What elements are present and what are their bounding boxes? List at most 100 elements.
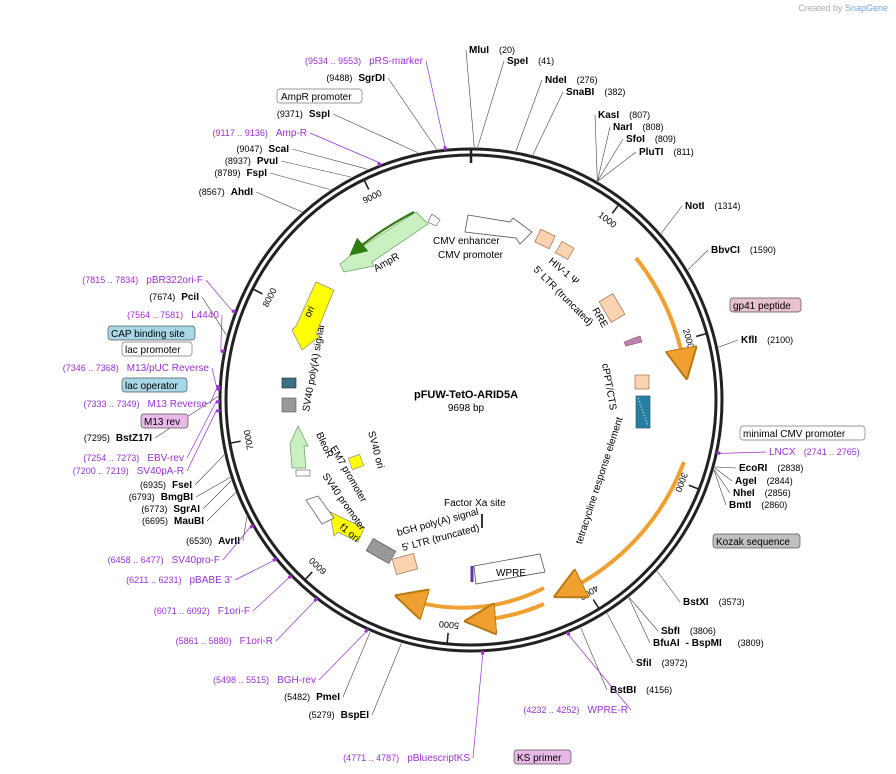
rre-box xyxy=(598,293,626,323)
sv40prom-arrow xyxy=(305,495,335,525)
cap-site-text: CAP binding site xyxy=(111,329,185,340)
scale-tick-label: 9000 xyxy=(361,188,383,206)
backbone-outer xyxy=(218,147,724,653)
cmv-enhancer-label: CMV enhancer xyxy=(433,236,500,247)
site-leader xyxy=(515,79,543,152)
primer-name: M13/pUC Reverse xyxy=(127,363,210,374)
site-name: BstZ17I xyxy=(116,433,152,444)
brand-prefix: Created by xyxy=(798,3,843,13)
primer-mark xyxy=(220,349,225,354)
ltr5-box xyxy=(554,240,575,261)
ampr-sub-arrow xyxy=(349,211,415,256)
primer-leader xyxy=(425,60,446,147)
primer-labels: pRS-marker(9534 .. 9553)Amp-R(9117 .. 91… xyxy=(63,56,860,764)
site-name: BbvCI xyxy=(711,245,740,256)
cmv-enhancer-arrow xyxy=(464,214,533,245)
primer-name: L4440 xyxy=(191,310,219,321)
bspmi-position: (3809) xyxy=(738,638,764,648)
wpre-arrow xyxy=(473,553,546,585)
site-position: (9488) xyxy=(326,73,352,83)
site-leader xyxy=(661,205,683,234)
primer-mark xyxy=(287,574,293,580)
primer-name: EBV-rev xyxy=(147,453,184,464)
site-name: AgeI xyxy=(735,476,757,487)
site-position: (809) xyxy=(655,134,676,144)
sv40pa-box xyxy=(281,397,297,413)
site-position: (6530) xyxy=(186,536,212,546)
tre-stripes xyxy=(637,397,649,427)
scale-tick-label: 8000 xyxy=(261,286,279,308)
primer-name: SV40pA-R xyxy=(137,466,184,477)
site-name: AhdI xyxy=(231,187,253,198)
site-name: MauBI xyxy=(174,516,204,527)
primer-leader xyxy=(211,367,217,387)
site-leader xyxy=(242,517,248,542)
site-name: SspI xyxy=(309,109,330,120)
site-name: SnaBI xyxy=(566,87,595,98)
primer-leader xyxy=(222,527,251,561)
primer-position: (5861 .. 5880) xyxy=(176,636,232,646)
site-leader xyxy=(255,191,302,213)
cppt-box xyxy=(634,374,650,390)
site-leader xyxy=(597,138,624,182)
site-position: (807) xyxy=(629,110,650,120)
site-leader xyxy=(597,126,611,181)
primer-mark xyxy=(249,524,255,529)
primer-leader xyxy=(209,388,217,405)
site-position: (5482) xyxy=(284,692,310,702)
orange-arc-bottom-b xyxy=(480,602,545,620)
lac-operator-tag: lac operator xyxy=(121,377,188,393)
primer-position: (7333 .. 7349) xyxy=(83,399,139,409)
site-name: SgrAI xyxy=(173,504,200,515)
site-name: BstBI xyxy=(610,685,636,696)
ltr5-b-box xyxy=(391,552,419,576)
primer-position: (7564 .. 7581) xyxy=(127,310,183,320)
orange-arc-top-right xyxy=(634,256,684,364)
site-position: (9371) xyxy=(277,109,303,119)
site-leader xyxy=(532,91,564,155)
site-name: NdeI xyxy=(545,75,567,86)
primer-leader xyxy=(205,279,233,312)
site-position: (808) xyxy=(642,122,663,132)
primer-leader xyxy=(275,600,315,642)
primer-name: BGH-rev xyxy=(277,675,316,686)
primer-leader xyxy=(720,451,767,454)
site-position: (1314) xyxy=(714,201,740,211)
brand-name: SnapGene xyxy=(844,3,888,13)
wpre-label: WPRE xyxy=(496,568,526,579)
site-name: ScaI xyxy=(268,144,289,155)
bgh-box xyxy=(365,537,397,565)
site-name: BstXI xyxy=(683,597,709,608)
lac-mark xyxy=(281,377,297,389)
site-position: (3573) xyxy=(719,597,745,607)
kozak-tag: Kozak sequence xyxy=(712,533,801,549)
site-name: PvuI xyxy=(257,156,278,167)
primer-name: Amp-R xyxy=(276,128,307,139)
site-position: (3806) xyxy=(690,626,716,636)
site-position: (7295) xyxy=(84,433,110,443)
min-cmv-tag: minimal CMV promoter xyxy=(739,425,866,441)
scale-tick-label: 4000 xyxy=(578,583,600,602)
site-position: (2844) xyxy=(767,476,793,486)
min-cmv-text: minimal CMV promoter xyxy=(743,429,846,440)
primer-position: (9534 .. 9553) xyxy=(305,56,361,66)
site-leader xyxy=(371,643,402,716)
site-name: BspEI xyxy=(341,710,370,721)
primer-position: (7200 .. 7219) xyxy=(73,466,129,476)
sv40ori-box xyxy=(347,453,365,471)
site-leader xyxy=(465,49,475,148)
primer-leader xyxy=(309,132,379,163)
scale-tick xyxy=(304,571,313,580)
scale-tick xyxy=(688,484,699,490)
primer-position: (5498 .. 5515) xyxy=(213,675,269,685)
primer-position: (2741 .. 2765) xyxy=(804,447,860,457)
tre-box xyxy=(635,395,651,429)
site-leader xyxy=(387,77,437,150)
ori-label: ori xyxy=(303,305,318,320)
snapgene-brand: Created by SnapGene xyxy=(798,3,888,13)
primer-position: (6458 .. 6477) xyxy=(108,555,164,565)
primer-name: F1ori-F xyxy=(218,606,250,617)
site-name: BfuAI xyxy=(653,638,680,649)
site-position: (276) xyxy=(577,75,598,85)
site-position: (1590) xyxy=(750,245,776,255)
